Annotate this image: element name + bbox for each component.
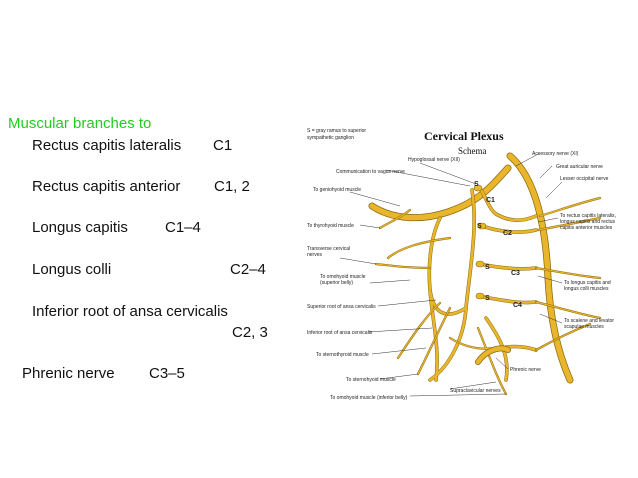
- segment-c2: C2: [503, 230, 512, 237]
- row-muscle-3: Longus capitis: [32, 219, 128, 236]
- diagram-title: Cervical Plexus: [424, 129, 504, 143]
- diagram-subtitle: Schema: [458, 146, 487, 156]
- row-segment-2: C1, 2: [214, 178, 250, 195]
- muscular-branches-heading: Muscular branches to: [8, 115, 152, 132]
- s-marker-2: S: [477, 223, 482, 230]
- label-geniohyoid: To geniohyoid muscle: [313, 187, 361, 193]
- label-omohyoid-sup-1: To omohyoid muscle: [320, 274, 366, 280]
- s-marker-1: S: [474, 181, 479, 188]
- row-muscle-1: Rectus capitis lateralis: [32, 137, 182, 154]
- label-rectus-lateralis-1: To rectus capitis lateralis,: [560, 213, 616, 219]
- label-thyrohyoid: To thyrohyoid muscle: [307, 223, 354, 229]
- row-segment-5: C2, 3: [232, 324, 268, 341]
- label-great-auricular: Great auricular nerve: [556, 164, 603, 170]
- phrenic-nerve-segment: C3–5: [149, 365, 185, 382]
- s-marker-3: S: [485, 264, 490, 271]
- row-muscle-4: Longus colli: [32, 261, 112, 278]
- row-segment-1: C1: [213, 137, 233, 154]
- label-supraclavicular: Supraclavicular nerves: [450, 388, 501, 394]
- label-transverse-2: nerves: [307, 252, 323, 258]
- label-omohyoid-inf: To omohyoid muscle (inferior belly): [330, 395, 408, 401]
- s-marker-4: S: [485, 295, 490, 302]
- segment-c4: C4: [513, 302, 522, 309]
- label-scalene-1: To scalene and levator: [564, 318, 614, 324]
- label-scalene-2: scapulae muscles: [564, 324, 604, 330]
- nerve-drawing: [368, 152, 602, 396]
- label-vagus: Communication to vagus nerve: [336, 169, 405, 175]
- label-transverse-1: Transverse cervical: [307, 246, 350, 252]
- label-phrenic: Phrenic nerve: [510, 367, 541, 373]
- cervical-plexus-diagram: Cervical Plexus Schema S = gray ramus to…: [307, 128, 616, 401]
- segment-c1: C1: [486, 197, 495, 204]
- phrenic-nerve-label: Phrenic nerve: [22, 365, 115, 382]
- legend-line-1: S = gray ramus to superior: [307, 128, 366, 134]
- row-muscle-5: Inferior root of ansa cervicalis: [32, 303, 228, 320]
- label-longus-2: longus colli muscles: [564, 286, 609, 292]
- row-muscle-2: Rectus capitis anterior: [32, 178, 181, 195]
- label-sternohyoid: To sternohyoid muscle: [346, 377, 396, 383]
- label-omohyoid-sup-2: (superior belly): [320, 280, 353, 286]
- label-superior-root: Superior root of ansa cervicalis: [307, 304, 376, 310]
- row-segment-3: C1–4: [165, 219, 201, 236]
- label-accessory: Accessory nerve (XI): [532, 151, 579, 157]
- row-segment-4: C2–4: [230, 261, 266, 278]
- label-sternothyroid: To sternothyroid muscle: [316, 352, 369, 358]
- label-rectus-lateralis-2: longus capitis and rectus: [560, 219, 616, 225]
- label-lesser-occipital: Lesser occipital nerve: [560, 176, 609, 182]
- label-inferior-root: Inferior root of ansa cervicalis: [307, 330, 373, 336]
- label-longus-1: To longus capitis and: [564, 280, 611, 286]
- label-hypoglossal: Hypoglossal nerve (XII): [408, 157, 460, 163]
- label-rectus-lateralis-3: capitis anterior muscles: [560, 225, 613, 231]
- legend-line-2: sympathetic ganglion: [307, 135, 354, 141]
- segment-c3: C3: [511, 270, 520, 277]
